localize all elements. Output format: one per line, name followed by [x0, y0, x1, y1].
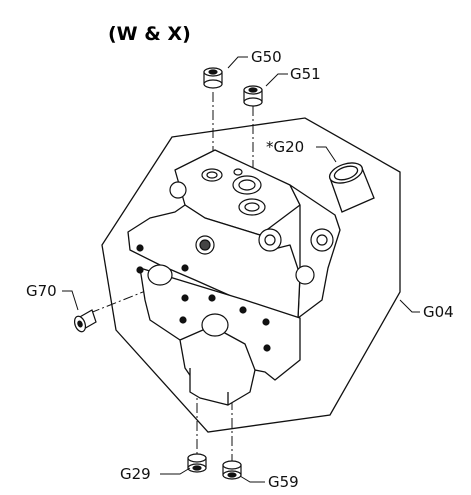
- g29-plug: [187, 453, 207, 473]
- g04-kit-boundary: [101, 117, 401, 433]
- g59-plug: [222, 460, 242, 480]
- callout-g50: G50: [251, 48, 282, 66]
- callout-g29: G29: [120, 465, 151, 483]
- g70-plug: [73, 309, 97, 333]
- g51-plug: [243, 85, 263, 107]
- front-ports: [136, 235, 271, 352]
- callout-g70: G70: [26, 282, 57, 300]
- callout-g59: G59: [268, 473, 299, 491]
- callout-g04: G04: [423, 303, 454, 321]
- callout-g51: G51: [290, 65, 321, 83]
- top-ports: [201, 168, 266, 216]
- g20-sleeve: [328, 162, 375, 213]
- diagram-title: (W & X): [108, 23, 191, 45]
- mounting-ears: [169, 181, 334, 285]
- callout-g20: *G20: [266, 138, 304, 156]
- g50-plug: [203, 67, 223, 89]
- leader-lines: [62, 56, 420, 483]
